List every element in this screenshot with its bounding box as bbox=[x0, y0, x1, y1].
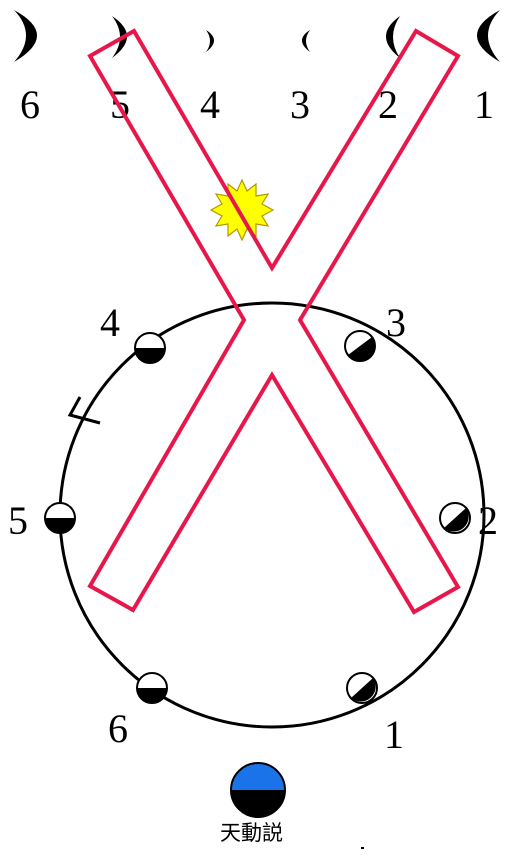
top-label-4: 4 bbox=[200, 82, 220, 127]
orbit-label-4: 4 bbox=[100, 300, 120, 345]
moon-phase-3-crescent bbox=[302, 30, 310, 52]
orbit-moons bbox=[45, 331, 470, 703]
orbit-moon-4 bbox=[135, 333, 165, 363]
caption-geocentric: 天動説 bbox=[220, 821, 283, 845]
top-row-labels: 6 5 4 3 2 1 bbox=[20, 82, 494, 127]
orbit-direction-arrow bbox=[70, 397, 100, 423]
orbit-moon-6 bbox=[137, 673, 167, 703]
moon-phase-2-crescent bbox=[386, 16, 400, 58]
stray-mark bbox=[361, 847, 364, 849]
moon-phase-6-crescent bbox=[14, 10, 37, 62]
moon-phase-1-crescent bbox=[477, 10, 500, 62]
orbit-moon-3 bbox=[345, 331, 375, 361]
orbit-moon-2 bbox=[440, 503, 470, 533]
orbit-label-5: 5 bbox=[8, 498, 28, 543]
earth-icon bbox=[231, 763, 285, 817]
orbit-label-3: 3 bbox=[386, 300, 406, 345]
orbit-moon-5 bbox=[45, 503, 75, 533]
orbit-label-1: 1 bbox=[384, 712, 404, 757]
sun-icon bbox=[211, 180, 273, 240]
top-label-6: 6 bbox=[20, 82, 40, 127]
top-label-3: 3 bbox=[290, 82, 310, 127]
orbit-circle bbox=[60, 303, 484, 727]
orbit-label-6: 6 bbox=[108, 706, 128, 751]
top-label-1: 1 bbox=[474, 82, 494, 127]
orbit-moon-1 bbox=[347, 673, 377, 703]
moon-phase-4-crescent bbox=[206, 30, 214, 52]
orbit-label-2: 2 bbox=[478, 498, 498, 543]
